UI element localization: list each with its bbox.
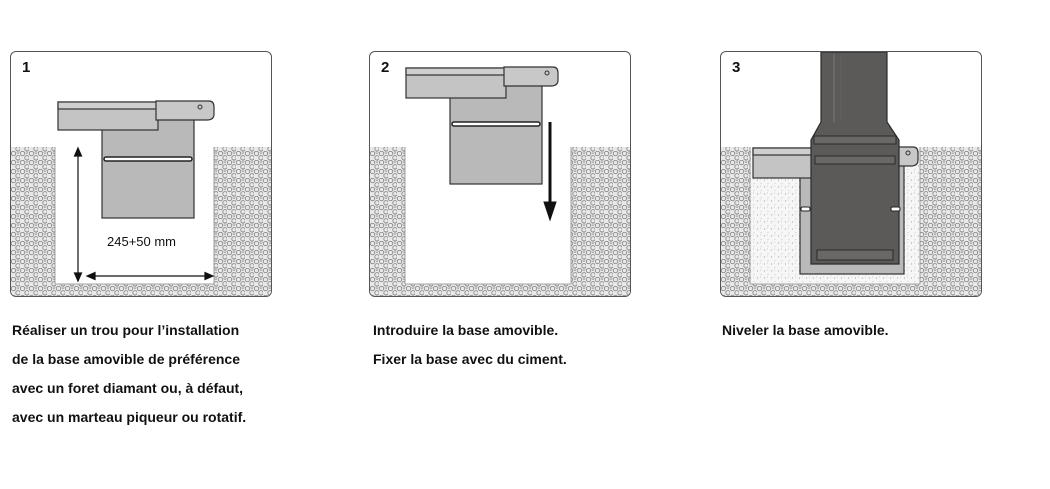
- caption-line: Fixer la base avec du ciment.: [373, 351, 567, 367]
- width-dimension-arrow: [85, 271, 215, 281]
- step-3-caption: Niveler la base amovible.: [722, 316, 889, 345]
- ground-gravel: [370, 147, 630, 296]
- step-1-number: 1: [22, 59, 31, 76]
- removable-base: [405, 66, 559, 185]
- step-1-illustration: [11, 100, 271, 296]
- ground-gravel: [721, 147, 981, 296]
- step-2-caption: Introduire la base amovible. Fixer la ba…: [373, 316, 567, 374]
- hole-dimension-label: 245+50 mm: [107, 234, 177, 249]
- insert-direction-arrow: [543, 122, 557, 222]
- step-1-panel: 1 245+50 mm: [10, 51, 272, 297]
- caption-line: Introduire la base amovible.: [373, 322, 559, 338]
- ground-gravel: [11, 147, 271, 296]
- step-1-caption: Réaliser un trou pour l’installation de …: [12, 316, 246, 432]
- step-2-number: 2: [381, 59, 390, 76]
- caption-line: avec un foret diamant ou, à défaut,: [12, 380, 244, 396]
- step-2-illustration: [370, 66, 630, 296]
- step-3-number: 3: [732, 59, 741, 76]
- bollard-post: [810, 52, 900, 265]
- caption-line: avec un marteau piqueur ou rotatif.: [12, 409, 247, 425]
- caption-line: Réaliser un trou pour l’installation: [12, 322, 240, 338]
- step-3-panel: 3: [720, 51, 982, 297]
- step-3-illustration: [721, 52, 981, 296]
- caption-line: Niveler la base amovible.: [722, 322, 889, 338]
- removable-base: [57, 100, 215, 219]
- depth-dimension-arrow: [73, 146, 83, 283]
- step-2-panel: 2: [369, 51, 631, 297]
- caption-line: de la base amovible de préférence: [12, 351, 240, 367]
